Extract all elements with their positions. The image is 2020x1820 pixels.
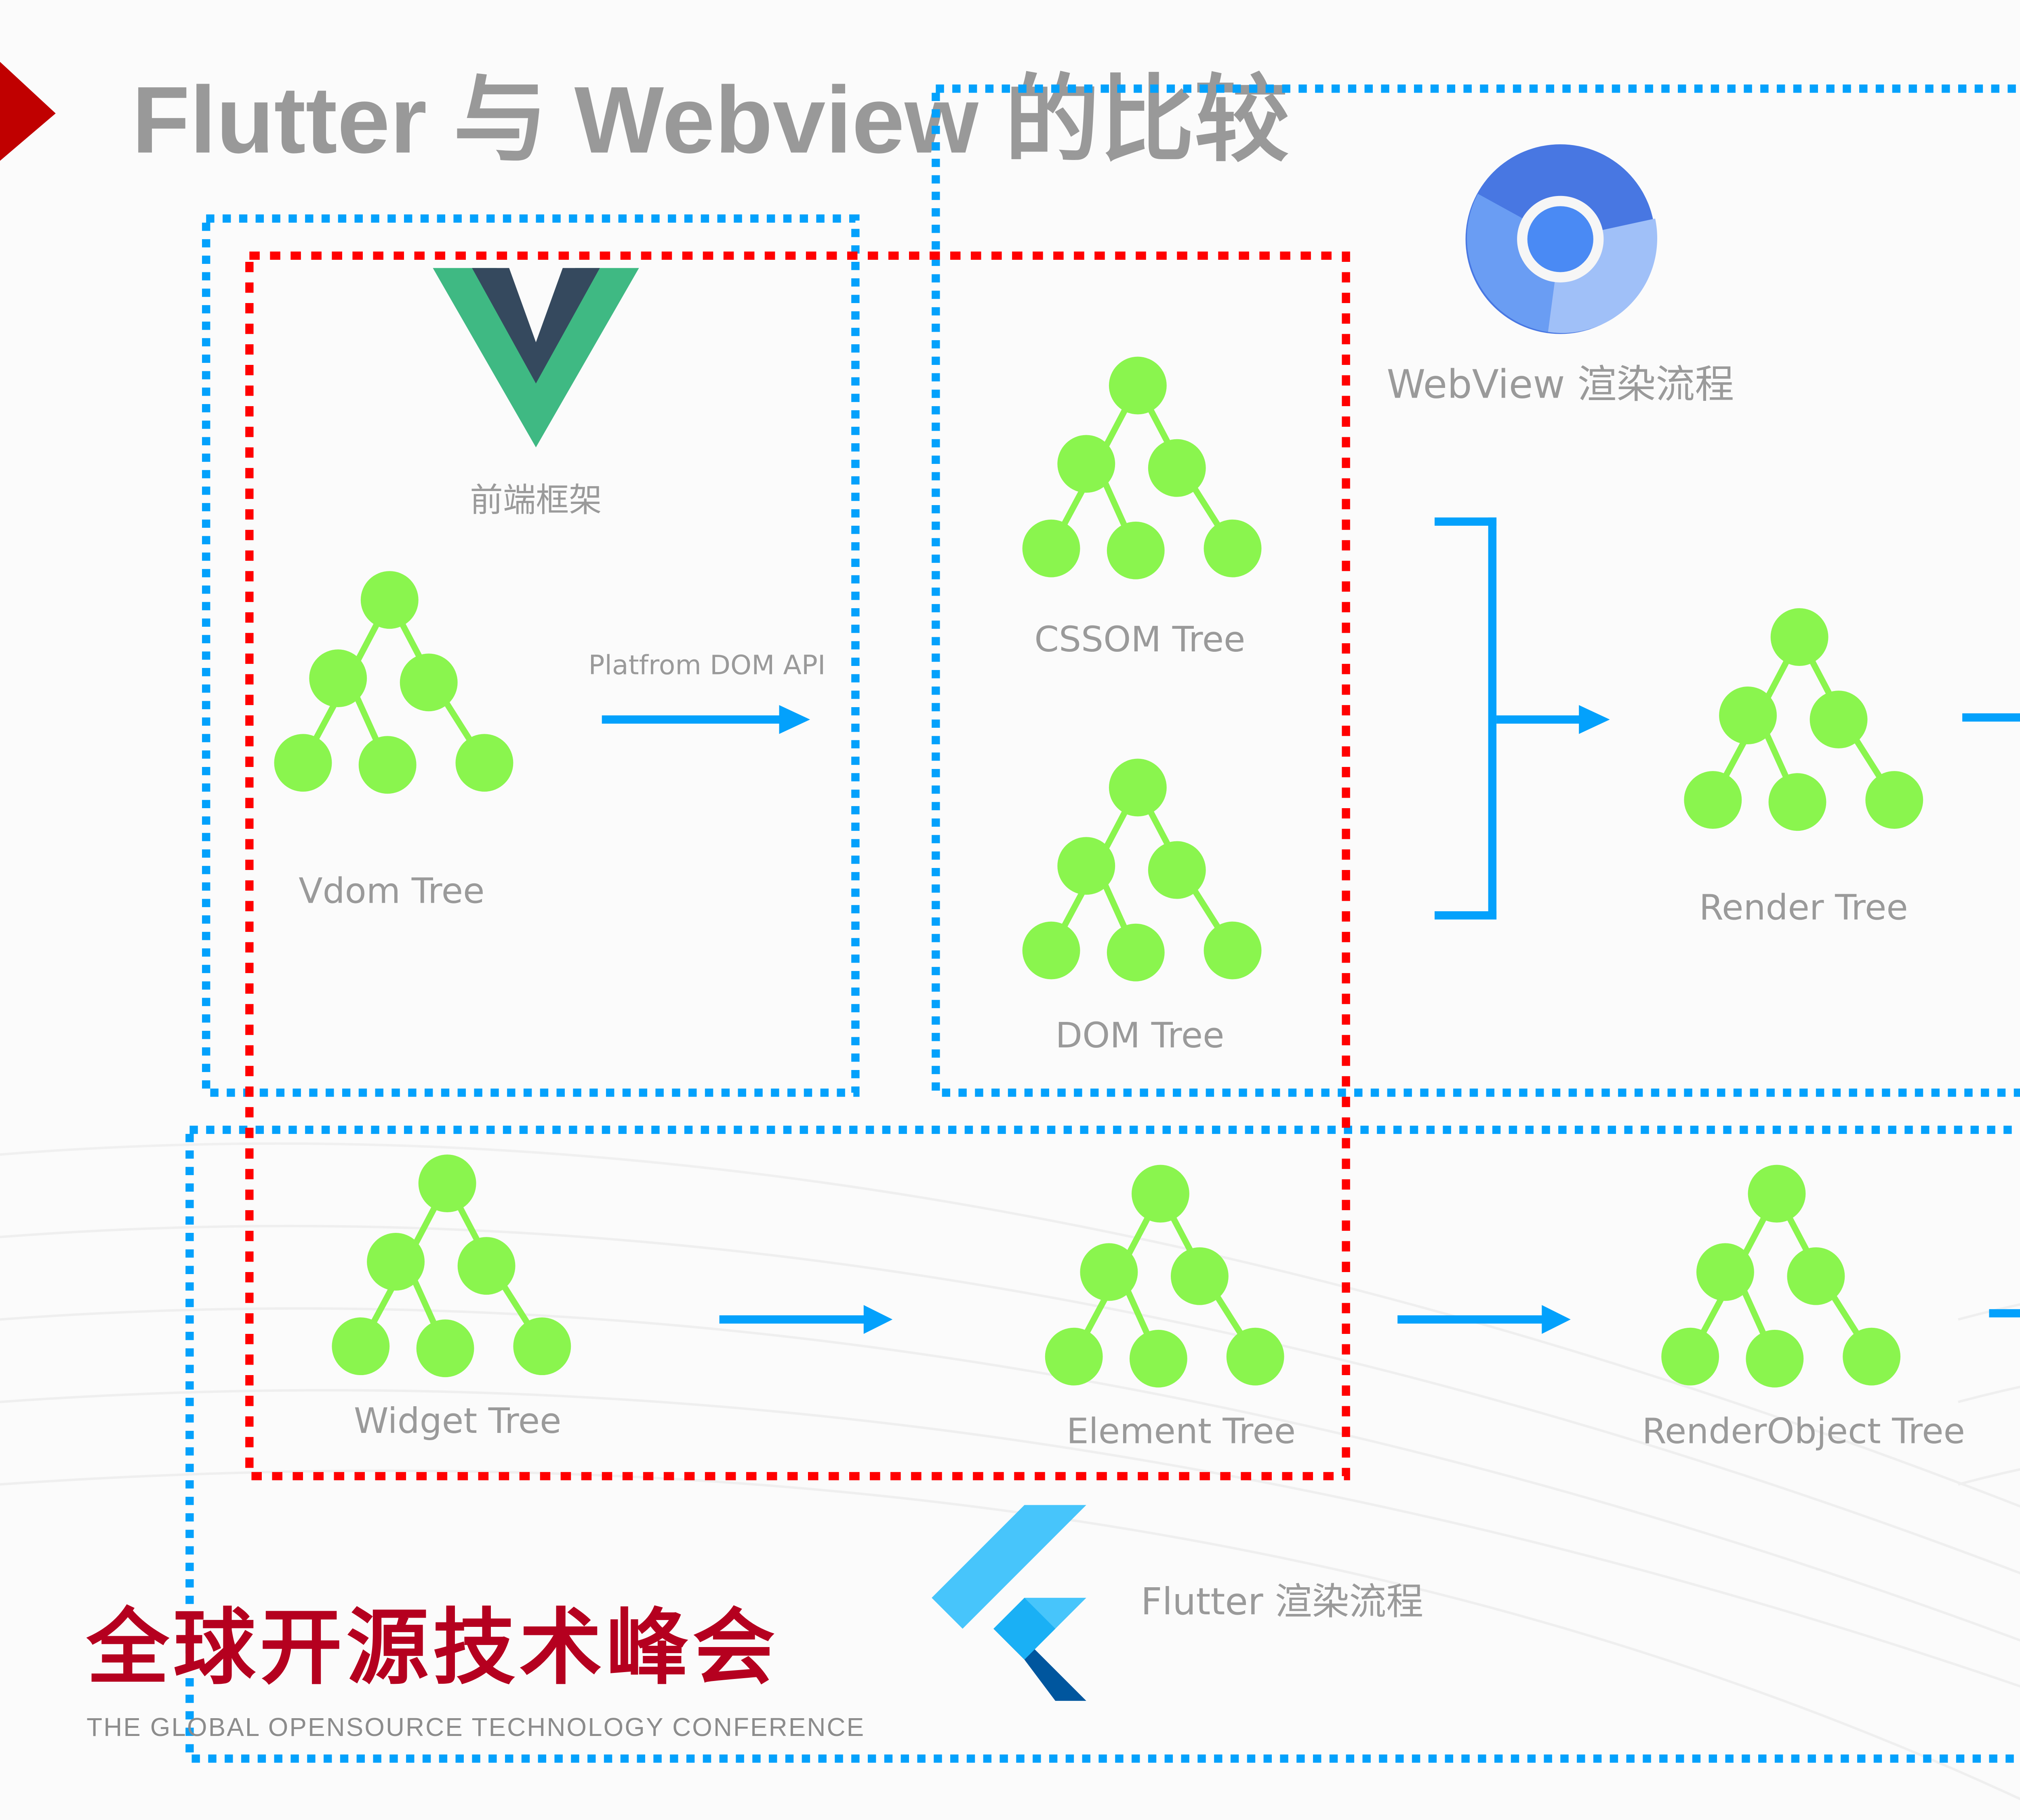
cssom-tree-icon <box>1023 357 1262 579</box>
element-to-renderobject-arrow <box>1397 1305 1571 1334</box>
render-tree-icon <box>1684 608 1923 831</box>
frontend-frame <box>202 214 860 1097</box>
platform-dom-api-arrow <box>602 705 810 734</box>
merge-bracket-arrow <box>1435 517 1610 920</box>
vdom-tree-icon <box>274 571 513 794</box>
flutter-frame <box>185 1125 2020 1763</box>
conference-name-en: THE GLOBAL OPENSOURCE TECHNOLOGY CONFERE… <box>86 1713 865 1742</box>
frontend-framework-label: 前端框架 <box>470 481 602 519</box>
cssom-tree-label: CSSOM Tree <box>1034 619 1245 660</box>
widget-tree-icon <box>332 1154 571 1377</box>
flutter-logo-icon <box>932 1505 1086 1701</box>
pipeline-connector <box>1962 713 2020 1318</box>
slide-title: Flutter 与 Webview 的比较 <box>132 67 1289 173</box>
renderobject-tree-label: RenderObject Tree <box>1642 1411 1965 1451</box>
vdom-tree-label: Vdom Tree <box>299 871 484 912</box>
dom-tree-label: DOM Tree <box>1055 1015 1224 1056</box>
comparison-highlight-frame <box>245 251 1350 1481</box>
render-tree-label: Render Tree <box>1699 887 1908 928</box>
title-marker-icon <box>0 62 56 161</box>
chromium-icon <box>1465 144 1658 334</box>
conference-name-cn: 全球开源技术峰会 <box>86 1600 779 1696</box>
dom-tree-icon <box>1023 759 1262 982</box>
element-tree-label: Element Tree <box>1067 1411 1296 1451</box>
platform-dom-api-label: Platfrom DOM API <box>589 649 826 680</box>
webview-frame <box>932 84 2020 1097</box>
widget-tree-label: Widget Tree <box>354 1401 562 1441</box>
webview-flow-label: WebView 渲染流程 <box>1387 362 1734 407</box>
vue-logo-icon <box>433 268 639 448</box>
element-tree-icon <box>1045 1165 1284 1388</box>
flutter-flow-label: Flutter 渲染流程 <box>1141 1580 1423 1623</box>
widget-to-element-arrow <box>719 1305 893 1334</box>
renderobject-tree-icon <box>1661 1165 1900 1388</box>
